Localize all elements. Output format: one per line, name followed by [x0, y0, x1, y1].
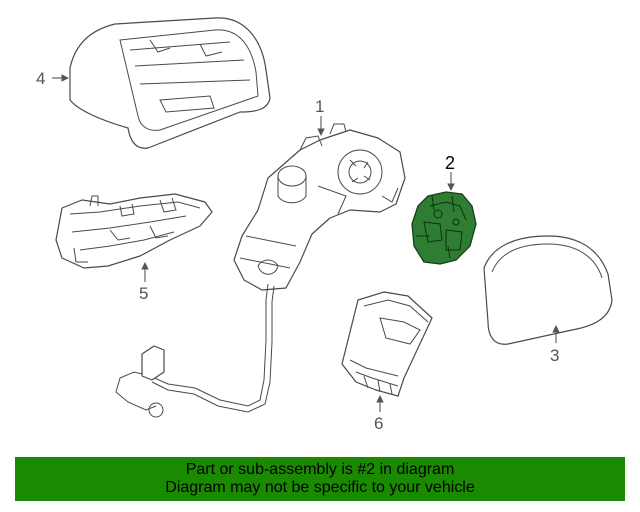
banner-line-1: Part or sub-assembly is #2 in diagram	[185, 461, 455, 478]
callout-4: 4	[36, 69, 45, 88]
info-banner: Part or sub-assembly is #2 in diagram Di…	[15, 457, 625, 501]
callout-2: 2	[445, 153, 455, 173]
part-3-mirror-glass[interactable]	[483, 235, 613, 345]
callout-3: 3	[550, 346, 559, 365]
part-1-motor-assembly[interactable]	[115, 123, 406, 418]
callout-6: 6	[374, 414, 383, 433]
part-6-lamp-housing[interactable]	[341, 291, 433, 397]
part-5-lower-cover[interactable]	[55, 193, 213, 269]
banner-line-2: Diagram may not be specific to your vehi…	[165, 479, 475, 496]
part-2-mirror-backing-plate[interactable]	[411, 191, 477, 265]
callout-5: 5	[139, 284, 148, 303]
callout-1: 1	[315, 97, 324, 116]
part-4-mirror-cover[interactable]	[69, 17, 271, 149]
